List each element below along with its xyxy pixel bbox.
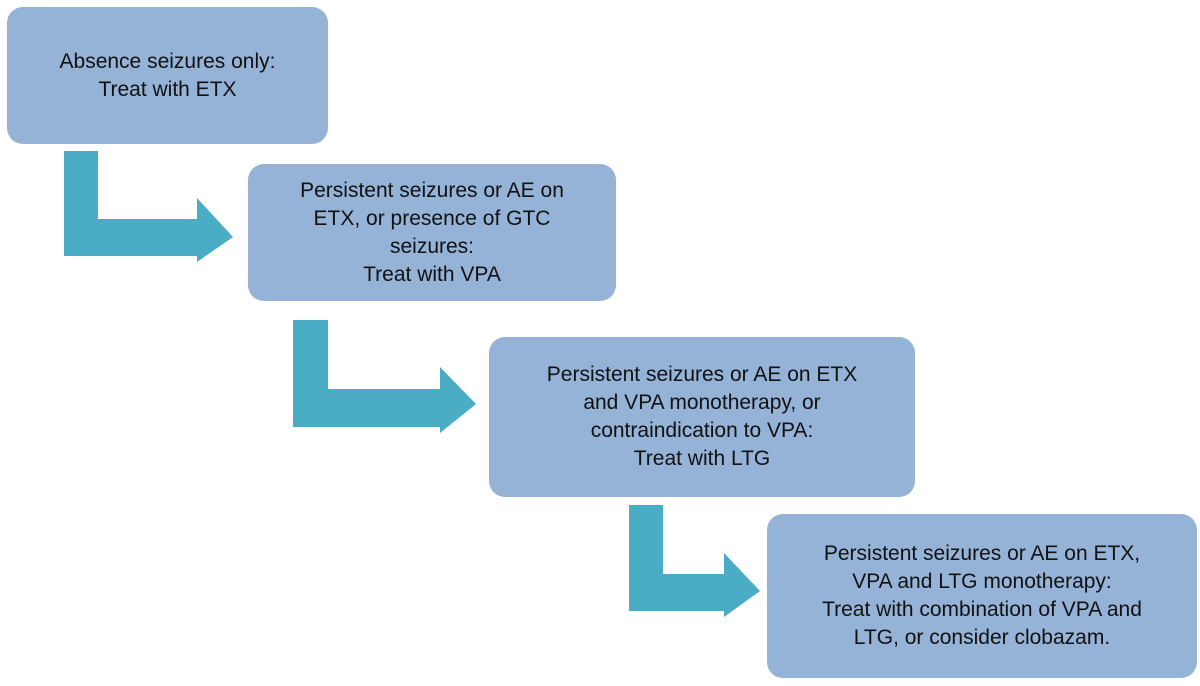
step-box-2: Persistent seizures or AE on ETX, or pre… xyxy=(248,164,616,301)
step-2-line-1: Persistent seizures or AE on xyxy=(300,178,564,202)
step-3-line-3: contraindication to VPA: xyxy=(590,419,814,442)
step-2-line-2: ETX, or presence of GTC xyxy=(313,206,551,230)
bent-arrow-2-icon xyxy=(293,320,476,433)
step-box-1: Absence seizures only: Treat with ETX xyxy=(7,7,328,144)
step-2-line-4: Treat with VPA xyxy=(363,262,501,286)
step-1-line-1: Absence seizures only: xyxy=(59,49,276,73)
bent-arrow-3-icon xyxy=(629,505,760,617)
step-3-line-4: Treat with LTG xyxy=(633,447,771,470)
step-1-text: Absence seizures only: Treat with ETX xyxy=(60,48,276,104)
step-4-line-4: LTG, or consider clobazam. xyxy=(853,626,1111,649)
step-2-text: Persistent seizures or AE on ETX, or pre… xyxy=(300,177,564,289)
step-3-line-2: and VPA monotherapy, or xyxy=(583,391,821,414)
step-4-line-1: Persistent seizures or AE on ETX, xyxy=(823,542,1141,565)
bent-arrow-1-icon xyxy=(64,151,233,262)
step-3-line-1: Persistent seizures or AE on ETX xyxy=(546,363,858,386)
step-box-3: Persistent seizures or AE on ETX and VPA… xyxy=(489,337,915,497)
step-4-text: Persistent seizures or AE on ETX, VPA an… xyxy=(822,540,1142,652)
step-4-line-2: VPA and LTG monotherapy: xyxy=(852,570,1112,593)
step-3-text: Persistent seizures or AE on ETX and VPA… xyxy=(547,361,857,473)
step-4-line-3: Treat with combination of VPA and xyxy=(822,598,1142,621)
step-2-line-3: seizures: xyxy=(389,234,474,258)
step-1-line-2: Treat with ETX xyxy=(98,77,237,101)
step-box-4: Persistent seizures or AE on ETX, VPA an… xyxy=(767,514,1197,678)
